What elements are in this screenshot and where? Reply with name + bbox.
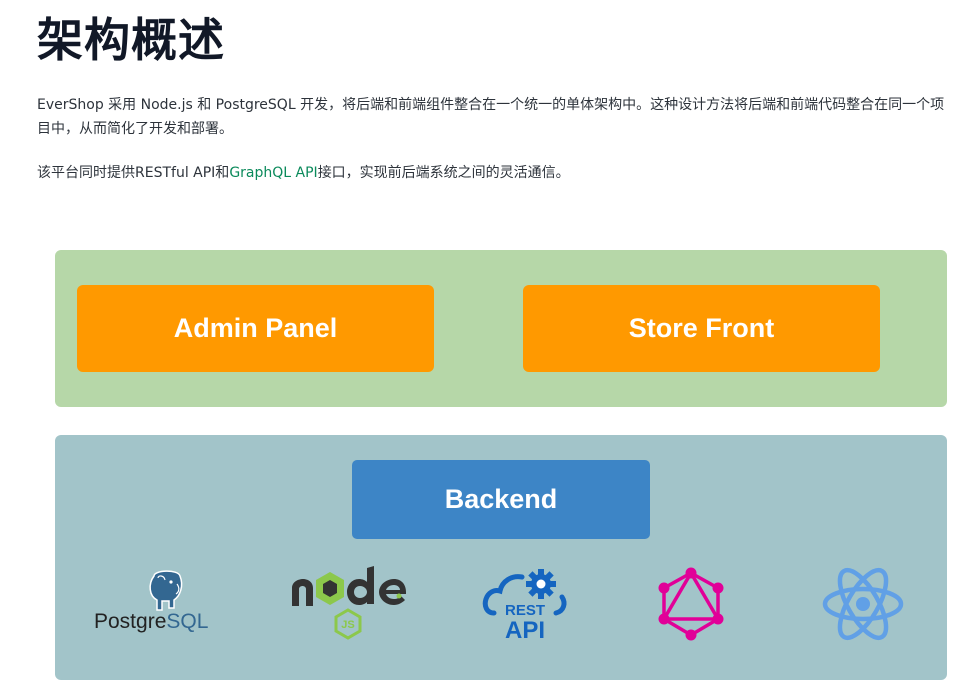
postgresql-wordmark-accent: SQL <box>166 610 209 633</box>
react-logo <box>820 566 906 642</box>
postgresql-elephant-icon <box>149 570 183 611</box>
api-label: API <box>505 617 545 641</box>
react-atom-icon <box>822 567 904 641</box>
nodejs-logo: JS <box>290 566 410 642</box>
nodejs-js-badge: JS <box>341 619 354 631</box>
postgresql-wordmark-main: Postgre <box>94 610 167 633</box>
api-paragraph: 该平台同时提供RESTful API和GraphQL API接口，实现前后端系统… <box>37 161 957 185</box>
graphql-api-link[interactable]: GraphQL API <box>229 165 318 181</box>
graphql-icon <box>658 567 724 641</box>
rest-api-logo: REST API <box>482 567 570 644</box>
nodejs-icon: JS <box>292 566 406 640</box>
backend-box: Backend <box>352 460 650 539</box>
api-paragraph-prefix: 该平台同时提供RESTful API和 <box>37 165 230 181</box>
admin-panel-box: Admin Panel <box>77 285 434 372</box>
postgresql-wordmark: PostgreSQL <box>94 610 208 634</box>
graphql-logo <box>656 567 726 641</box>
api-paragraph-suffix: 接口，实现前后端系统之间的灵活通信。 <box>317 165 570 181</box>
store-front-box: Store Front <box>523 285 880 372</box>
rest-label: REST <box>505 602 545 619</box>
rest-api-cloud-gear-icon: REST API <box>482 569 567 644</box>
postgresql-logo: PostgreSQL <box>92 568 240 636</box>
page-title: 架构概述 <box>37 13 225 67</box>
intro-paragraph: EverShop 采用 Node.js 和 PostgreSQL 开发，将后端和… <box>37 97 945 137</box>
